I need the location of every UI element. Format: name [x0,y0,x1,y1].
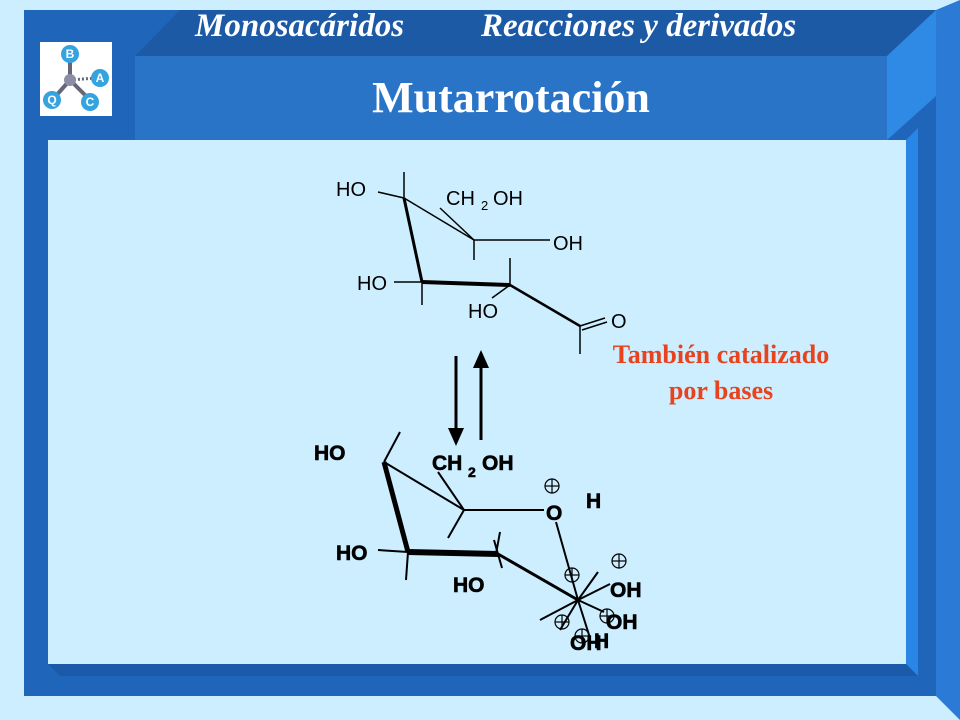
svg-text:CH: CH [446,188,475,210]
svg-text:C: C [86,95,95,109]
svg-text:A: A [96,71,105,85]
svg-text:Q: Q [47,93,56,107]
svg-text:HO: HO [468,301,498,323]
svg-text:CH: CH [432,452,462,475]
topic-reacciones: Reacciones y derivados [481,8,797,44]
equilibrium-arrows-icon [448,350,489,446]
svg-text:HO: HO [357,273,387,295]
svg-text:H: H [586,490,601,513]
molecule-logo-icon: B A C Q [43,45,109,111]
svg-text:OH: OH [553,233,583,255]
svg-text:OH: OH [610,579,642,602]
page-title: Mutarrotación [372,73,650,122]
note-line-2: por bases [668,376,774,405]
svg-text:OH: OH [570,632,602,655]
svg-text:H: H [594,630,609,653]
svg-text:O: O [546,502,562,525]
svg-text:O: O [611,311,627,333]
svg-text:HO: HO [336,542,368,565]
svg-text:B: B [66,47,75,61]
catalysis-note: También catalizado por bases [606,337,836,409]
svg-text:2: 2 [481,198,488,213]
svg-text:2: 2 [468,464,476,480]
svg-text:OH: OH [482,452,514,475]
plus-charge-icon [544,478,627,644]
svg-text:HO: HO [336,179,366,201]
note-line-1: También catalizado [612,340,830,369]
svg-text:HO: HO [453,574,485,597]
svg-text:OH: OH [493,188,523,210]
svg-text:HO: HO [314,442,346,465]
topic-monosacaridos: Monosacáridos [195,8,405,44]
